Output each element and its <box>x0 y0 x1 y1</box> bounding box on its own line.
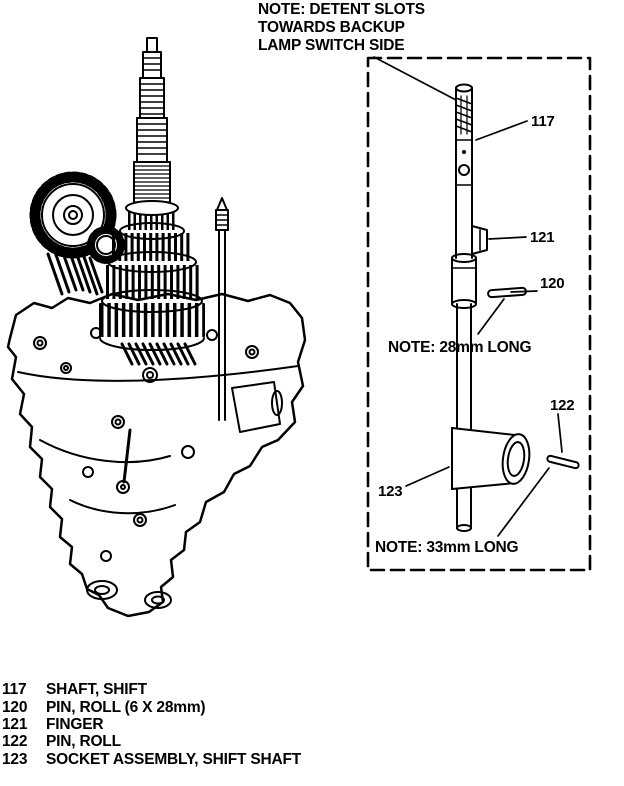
callout-120: 120 <box>540 275 564 292</box>
shift-lever <box>116 428 132 494</box>
figure-text: NOTE: DETENT SLOTS TOWARDS BACKUP LAMP S… <box>2 1 575 768</box>
note-28mm: NOTE: 28mm LONG <box>388 339 532 356</box>
leader-123 <box>405 466 450 487</box>
input-shaft <box>133 37 171 207</box>
leader-lines <box>373 56 563 537</box>
dashed-border <box>366 56 592 572</box>
legend-120-label: PIN, ROLL (6 X 28mm) <box>46 699 205 716</box>
legend-123-number: 123 <box>2 751 28 768</box>
legend-122-number: 122 <box>2 733 27 750</box>
transmission-illustration <box>6 37 307 618</box>
note-33mm: NOTE: 33mm LONG <box>375 539 519 556</box>
socket-assembly <box>451 427 531 490</box>
top-note-line1: NOTE: DETENT SLOTS <box>258 1 425 18</box>
top-note-line3: LAMP SWITCH SIDE <box>258 37 404 54</box>
leader-121 <box>488 236 527 240</box>
shaft-hole <box>458 164 470 176</box>
detent-rod <box>215 197 229 421</box>
legend-121-label: FINGER <box>46 716 103 733</box>
leader-117 <box>475 120 528 141</box>
leader-122 <box>557 413 563 453</box>
leader-note-33mm <box>497 467 550 537</box>
mounting-feet <box>86 580 172 609</box>
legend-121-number: 121 <box>2 716 28 733</box>
leader-top-note <box>373 56 457 101</box>
shaft-collar <box>451 253 477 309</box>
leader-120 <box>510 290 538 293</box>
legend-123-label: SOCKET ASSEMBLY, SHIFT SHAFT <box>46 751 302 768</box>
legend-117-label: SHAFT, SHIFT <box>46 681 148 698</box>
top-note-line2: TOWARDS BACKUP <box>258 19 405 36</box>
hatch-under-cluster <box>120 342 197 366</box>
case-boss <box>231 381 283 433</box>
callout-117: 117 <box>531 113 555 130</box>
transmission-case-outline <box>6 292 307 618</box>
gear-cluster <box>99 200 205 351</box>
callout-122: 122 <box>550 397 574 414</box>
roll-pin-122 <box>546 454 580 470</box>
hatch-left <box>46 248 104 296</box>
legend-120-number: 120 <box>2 699 27 716</box>
bolt-bosses <box>33 327 259 562</box>
legend-122-label: PIN, ROLL <box>46 733 121 750</box>
finger <box>471 225 488 255</box>
detent-slots <box>455 95 473 135</box>
detail-box <box>366 56 592 572</box>
callout-123: 123 <box>378 483 402 500</box>
shift-shaft <box>451 83 527 532</box>
roll-pin-120 <box>487 286 527 299</box>
callout-121: 121 <box>530 229 554 246</box>
leader-note-28mm <box>477 298 505 335</box>
legend-117-number: 117 <box>2 681 26 698</box>
legend: 117 SHAFT, SHIFT 120 PIN, ROLL (6 X 28mm… <box>2 681 302 768</box>
